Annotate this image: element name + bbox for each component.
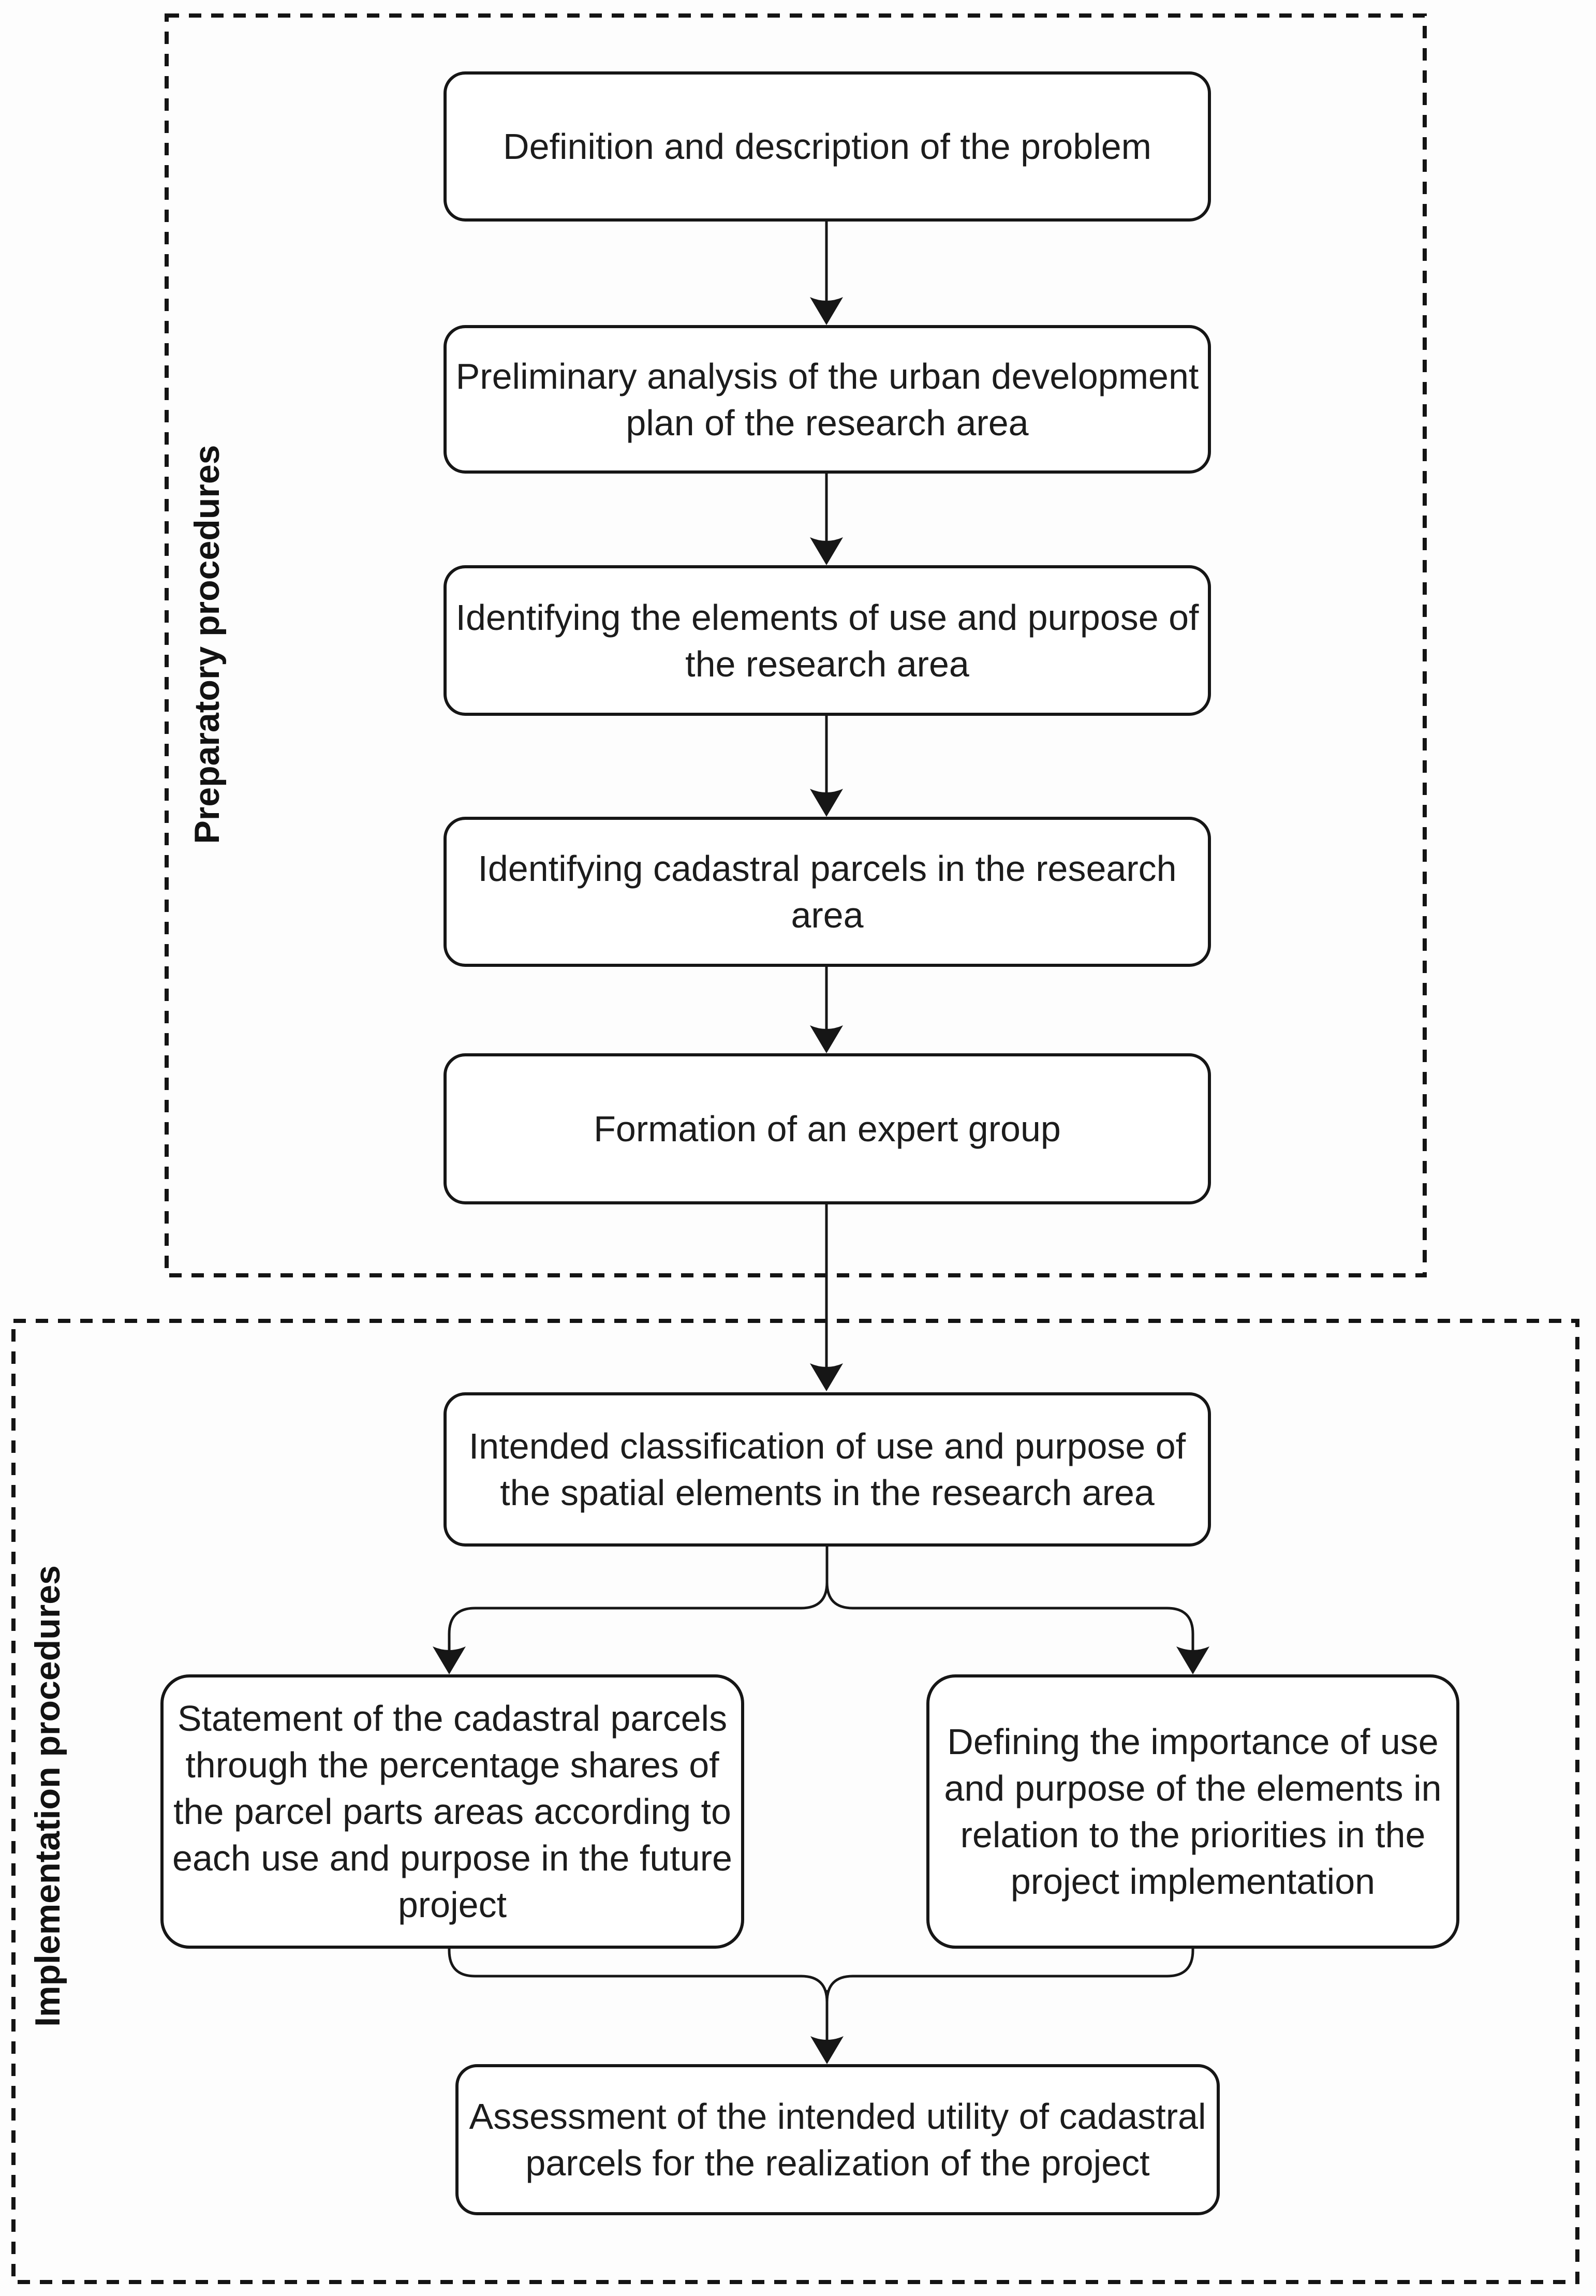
connector-statement-to-merge — [448, 1949, 829, 2003]
connector-importance-to-merge — [825, 1949, 1194, 2003]
arrowhead-icon — [810, 2036, 844, 2064]
node-identify-parcels: Identifying cadastral parcels in the res… — [444, 817, 1211, 967]
arrowhead-icon — [810, 537, 843, 565]
arrowhead-icon — [810, 297, 843, 325]
node-identify-elements: Identifying the elements of use and purp… — [444, 565, 1211, 716]
arrowhead-icon — [810, 1025, 843, 1053]
arrowhead-icon — [1176, 1646, 1209, 1674]
node-intended-classification: Intended classification of use and purpo… — [444, 1392, 1211, 1547]
arrowhead-icon — [810, 1363, 843, 1391]
arrowhead-icon — [433, 1646, 466, 1674]
arrow-classification-to-statement — [448, 1547, 829, 1652]
node-statement-parcels: Statement of the cadastral parcels throu… — [160, 1674, 744, 1949]
arrowhead-icon — [810, 789, 843, 817]
arrow-classification-to-importance — [825, 1547, 1194, 1652]
preparatory-group-frame — [165, 13, 1427, 1277]
arrow-stems — [448, 222, 1194, 2041]
implementation-group-label: Implementation procedures — [28, 1565, 67, 2027]
node-defining-importance: Defining the importance of use and purpo… — [926, 1674, 1459, 1949]
node-preliminary-analysis: Preliminary analysis of the urban develo… — [444, 325, 1211, 474]
node-assessment-utility: Assessment of the intended utility of ca… — [455, 2064, 1220, 2215]
node-problem-definition: Definition and description of the proble… — [444, 71, 1211, 222]
node-expert-group: Formation of an expert group — [444, 1053, 1211, 1204]
preparatory-group-label: Preparatory procedures — [187, 445, 227, 844]
implementation-group-frame — [11, 1319, 1579, 2284]
